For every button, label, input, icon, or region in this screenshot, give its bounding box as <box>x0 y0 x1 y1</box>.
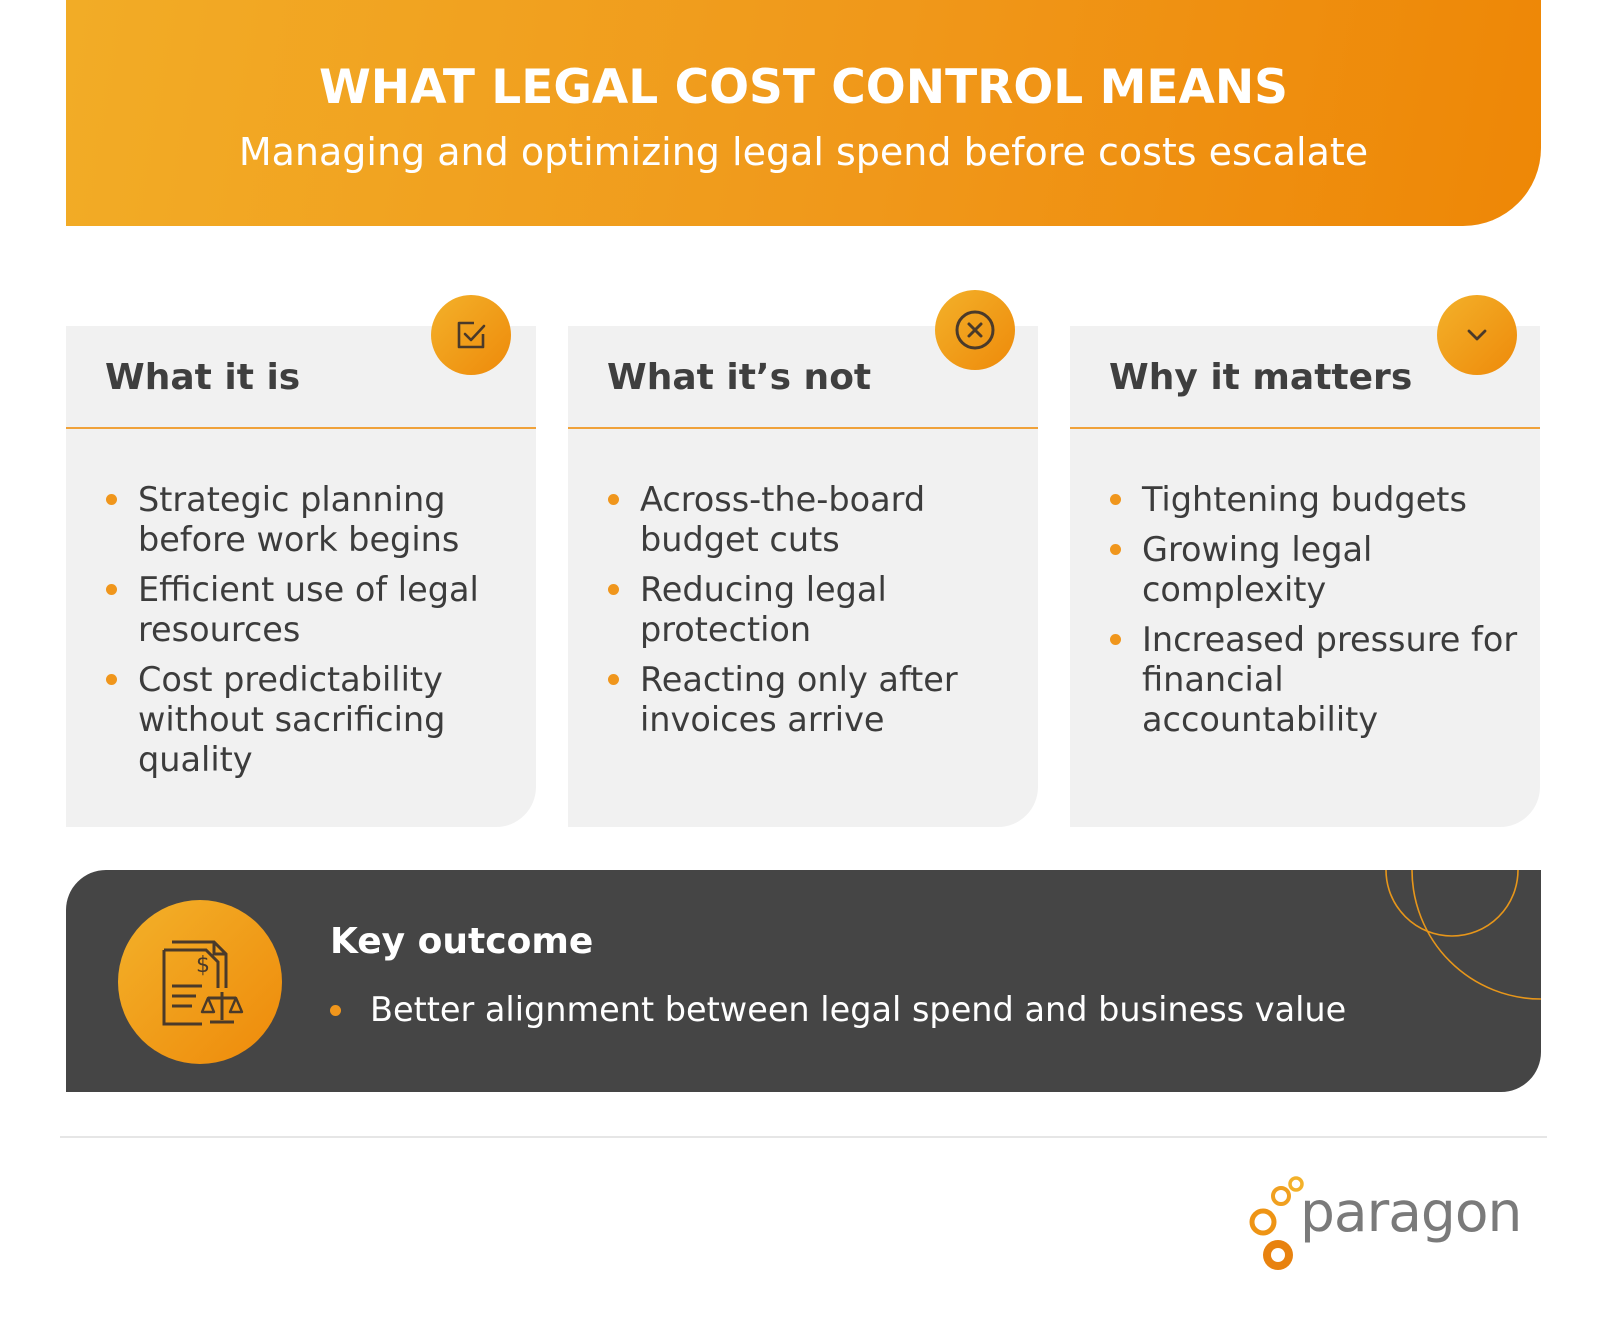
card-list: Tightening budgets Growing legal complex… <box>1108 480 1528 750</box>
decorative-arcs <box>1385 870 1541 1000</box>
list-item: Increased pressure for financial account… <box>1108 620 1528 740</box>
card-what-its-not: What it’s not Across-the-board budget cu… <box>568 326 1038 827</box>
list-item: Across-the-board budget cuts <box>606 480 1026 560</box>
page-subtitle: Managing and optimizing legal spend befo… <box>238 130 1369 174</box>
x-circle-icon <box>935 290 1015 370</box>
list-item: Better alignment between legal spend and… <box>330 990 1346 1030</box>
svg-text:$: $ <box>196 953 210 978</box>
list-item: Growing legal complexity <box>1108 530 1528 610</box>
list-item: Tightening budgets <box>1108 480 1528 520</box>
list-item: Reducing legal protection <box>606 570 1026 650</box>
paragon-logo: paragon <box>1248 1166 1548 1276</box>
card-list: Strategic planning before work begins Ef… <box>104 480 524 790</box>
outcome-title: Key outcome <box>330 921 594 962</box>
card-title: What it is <box>105 357 301 398</box>
header-banner: WHAT LEGAL COST CONTROL MEANS Managing a… <box>66 0 1541 226</box>
list-item: Cost predictability without sacrificing … <box>104 660 524 780</box>
card-what-it-is: What it is Strategic planning before wor… <box>66 326 536 827</box>
card-why-it-matters: Why it matters Tightening budgets Growin… <box>1070 326 1540 827</box>
divider <box>60 1136 1547 1138</box>
list-item: Reacting only after invoices arrive <box>606 660 1026 740</box>
list-item: Strategic planning before work begins <box>104 480 524 560</box>
checkbox-check-icon <box>431 295 511 375</box>
chevron-down-icon <box>1437 295 1517 375</box>
card-header: Why it matters <box>1070 326 1540 429</box>
page-title: WHAT LEGAL COST CONTROL MEANS <box>318 60 1289 115</box>
logo-wordmark: paragon <box>1300 1180 1522 1244</box>
card-list: Across-the-board budget cuts Reducing le… <box>606 480 1026 750</box>
card-title: What it’s not <box>607 357 872 398</box>
card-title: Why it matters <box>1109 357 1413 398</box>
card-header: What it’s not <box>568 326 1038 429</box>
card-header: What it is <box>66 326 536 429</box>
outcome-list: Better alignment between legal spend and… <box>330 990 1346 1030</box>
list-item: Efficient use of legal resources <box>104 570 524 650</box>
legal-invoice-scales-icon: $ <box>118 900 282 1064</box>
key-outcome-panel: $ Key outcome Better alignment between l… <box>66 870 1541 1092</box>
bubbles-logo-icon <box>1249 1176 1304 1270</box>
